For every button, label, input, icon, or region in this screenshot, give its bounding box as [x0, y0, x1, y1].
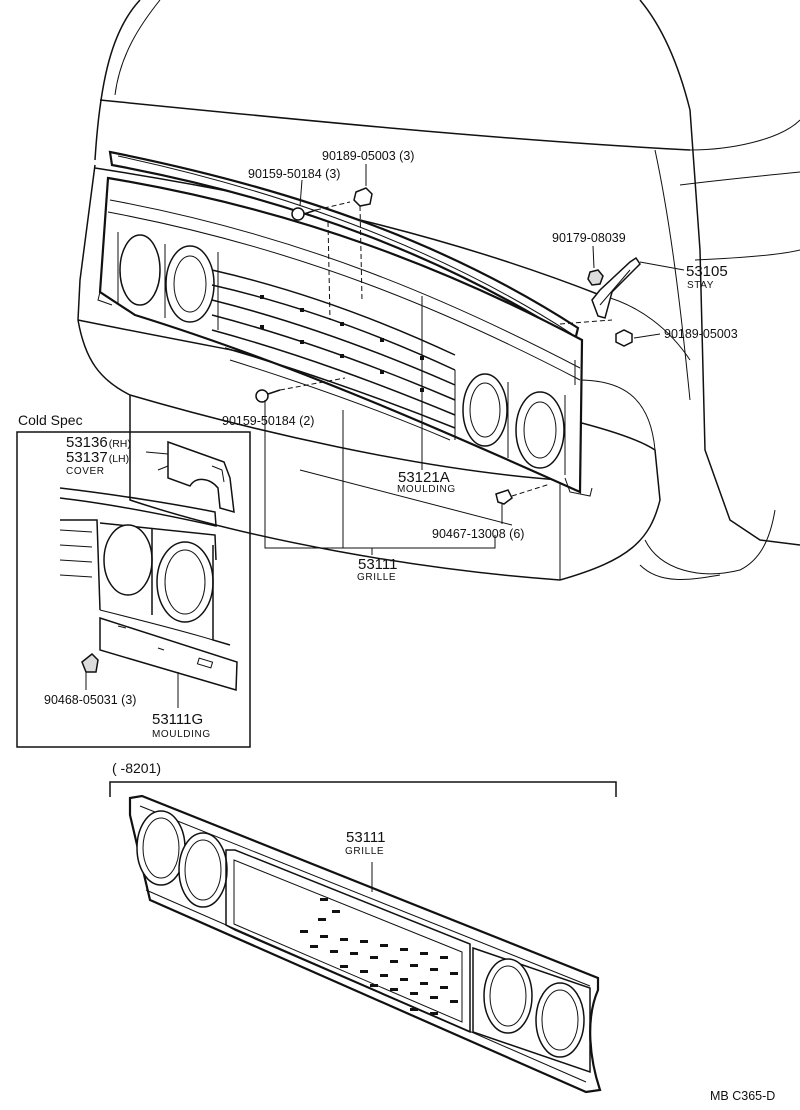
svg-text:53137(LH): 53137(LH) [66, 449, 129, 466]
part-label-cap-nut-top: 90189-05003 (3) [322, 149, 414, 163]
part-label-stay: 53105 STAY [686, 263, 728, 291]
part-label-grille-main: 53111 GRILLE [357, 556, 398, 583]
svg-text:53111G: 53111G [152, 711, 203, 728]
svg-text:53121A: 53121A [398, 469, 450, 486]
svg-text:90189-05003: 90189-05003 [664, 327, 738, 341]
svg-text:90189-05003 (3): 90189-05003 (3) [322, 149, 414, 163]
svg-text:53105: 53105 [686, 263, 728, 280]
part-label-moulding-main: 53121A MOULDING [397, 469, 456, 495]
svg-text:GRILLE: GRILLE [345, 846, 384, 857]
svg-text:GRILLE: GRILLE [357, 572, 396, 583]
svg-text:( -8201): ( -8201) [112, 760, 161, 776]
range-bracket: ( -8201) [109, 760, 617, 797]
svg-text:90467-13008 (6): 90467-13008 (6) [432, 527, 524, 541]
leader-lines-main [264, 164, 685, 555]
svg-text:90468-05031 (3): 90468-05031 (3) [44, 693, 136, 707]
svg-text:90159-50184 (2): 90159-50184 (2) [222, 414, 314, 428]
cold-spec-frame [16, 431, 251, 748]
part-label-moulding-cold: 53111G MOULDING [152, 711, 211, 740]
svg-text:53111: 53111 [358, 556, 398, 573]
fasteners-main [255, 187, 641, 505]
svg-text:STAY: STAY [687, 280, 714, 291]
part-label-nut-stay: 90179-08039 [552, 231, 626, 245]
part-label-cover: 53136(RH) 53137(LH) COVER [66, 434, 131, 477]
svg-text:MOULDING: MOULDING [152, 729, 211, 740]
svg-text:53111: 53111 [346, 829, 386, 846]
cold-spec-inset: Cold Spec [16, 412, 251, 748]
grille-assembly [97, 150, 593, 497]
part-label-cap-nut-stay: 90189-05003 [664, 327, 738, 341]
svg-text:MOULDING: MOULDING [397, 484, 456, 495]
part-label-bolt-top: 90159-50184 (3) [248, 167, 340, 181]
cold-spec-title: Cold Spec [18, 412, 83, 428]
svg-text:90159-50184 (3): 90159-50184 (3) [248, 167, 340, 181]
svg-text:53136(RH): 53136(RH) [66, 434, 131, 451]
part-label-bolt-lower: 90159-50184 (2) [222, 414, 314, 428]
part-label-clip-cold: 90468-05031 (3) [44, 693, 136, 707]
svg-text:COVER: COVER [66, 466, 105, 477]
part-label-grille-old: 53111 GRILLE [345, 829, 386, 857]
footer-code: MB C365-D [710, 1089, 775, 1103]
part-label-clip: 90467-13008 (6) [432, 527, 524, 541]
grille-old-assembly [128, 794, 602, 1094]
svg-text:90179-08039: 90179-08039 [552, 231, 626, 245]
